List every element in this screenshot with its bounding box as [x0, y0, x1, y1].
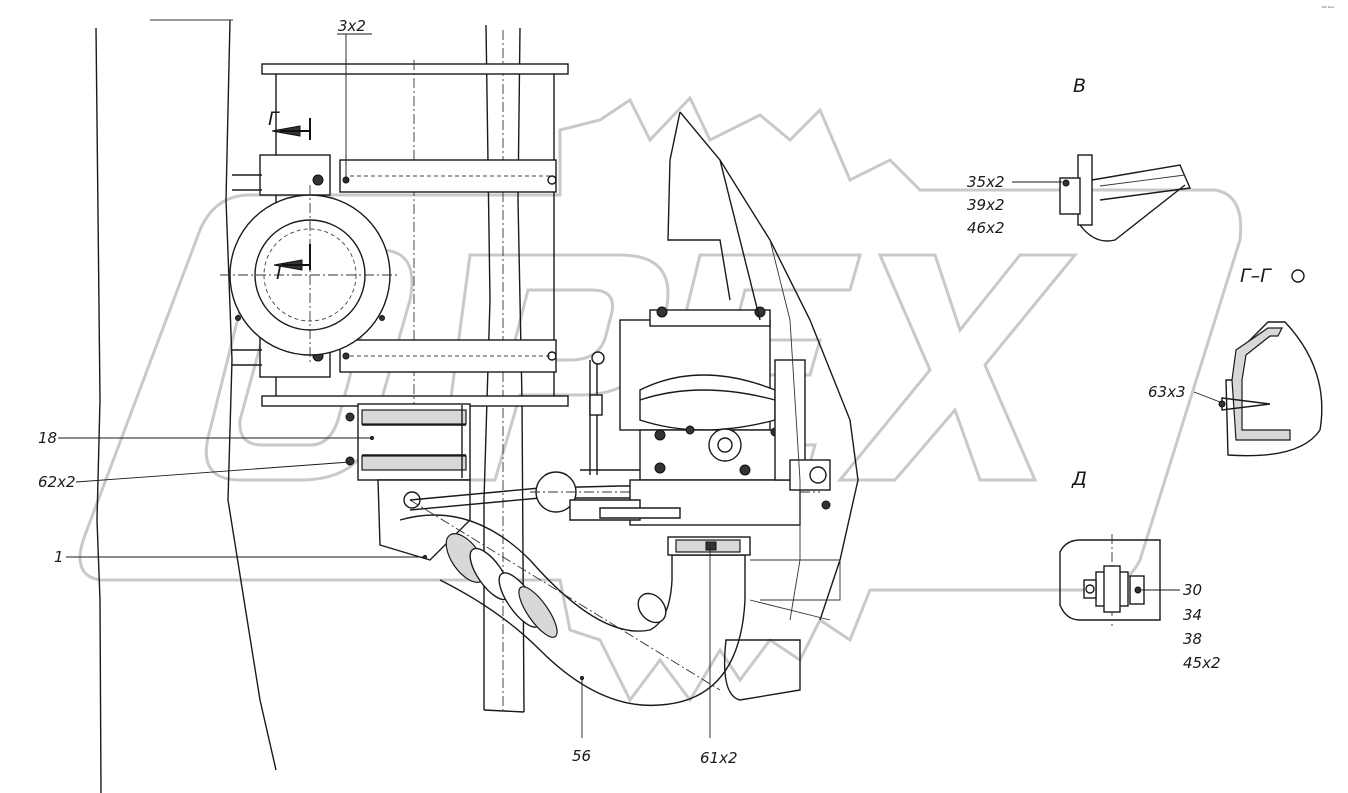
callout-61x2: 61х2	[700, 749, 738, 767]
view-d-part-4: 45х2	[1183, 654, 1221, 672]
corner-mark: ᵏᴳ ᵇᵒᵒ	[1322, 6, 1334, 12]
section-gg: Г–Г 63х3	[1148, 265, 1323, 457]
section-mark-lower: Г	[273, 244, 311, 284]
section-mark-lower-label: Г	[276, 262, 288, 284]
frame-rail-left	[95, 19, 277, 793]
view-d-part-1: 30	[1183, 581, 1202, 599]
view-d-part-3: 38	[1183, 630, 1202, 648]
callout-18: 18	[38, 429, 57, 447]
callout-62x2: 62х2	[38, 473, 76, 491]
view-b: В 35х2 39х2 46х2	[967, 75, 1192, 242]
clamp-block	[345, 403, 471, 481]
view-b-part-2: 39х2	[967, 196, 1005, 214]
callout-3x2: 3х2	[338, 17, 366, 35]
view-d-title: Д	[1071, 468, 1087, 490]
watermark-letter-x	[836, 253, 1079, 482]
callout-56: 56	[572, 747, 591, 765]
bracket-assembly	[232, 60, 569, 410]
valve-assembly	[569, 306, 831, 526]
view-b-part-1: 35х2	[967, 173, 1005, 191]
watermark-gear-outline	[78, 95, 1243, 703]
view-d: Д 30 34 38 45х2	[1059, 468, 1221, 672]
callout-1: 1	[54, 548, 64, 566]
callouts: 3х2 18 62х2 1 56 61х2	[38, 17, 738, 767]
cab-side	[667, 111, 859, 701]
section-mark-upper-label: Г	[268, 108, 280, 130]
section-gg-title: Г–Г	[1240, 265, 1272, 287]
view-b-title: В	[1073, 75, 1086, 97]
view-d-part-2: 34	[1183, 606, 1202, 624]
view-b-part-3: 46х2	[967, 219, 1005, 237]
section-gg-part: 63х3	[1148, 383, 1186, 401]
section-mark-upper: Г	[268, 108, 311, 140]
air-receiver	[220, 185, 400, 365]
watermark	[78, 95, 1243, 703]
